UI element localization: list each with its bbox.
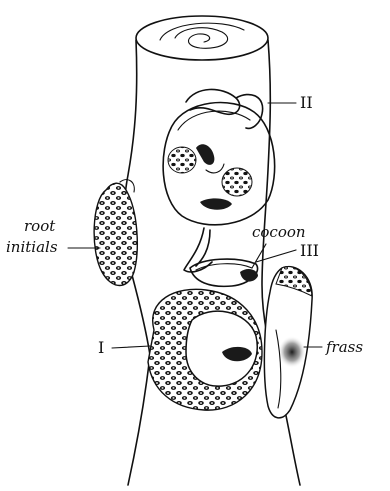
leader-cocoon <box>252 244 266 268</box>
larva <box>196 144 214 165</box>
gall-stage-2 <box>163 89 275 271</box>
growth-rings <box>175 28 228 49</box>
label-root-initials-line2: initials <box>6 238 58 256</box>
chamber-cells <box>222 168 252 196</box>
frass-deposit <box>278 336 306 368</box>
label-stage-3: III <box>300 241 319 260</box>
frass-gall <box>264 266 312 417</box>
gall-stage-1 <box>148 289 262 410</box>
stem-cut-top <box>136 16 268 60</box>
label-stage-2: II <box>300 93 313 112</box>
larva <box>200 198 232 209</box>
label-frass: frass <box>325 338 363 356</box>
root-initials-gall <box>94 180 137 286</box>
label-stage-1: I <box>98 338 104 357</box>
label-root-initials-line1: root <box>24 217 56 235</box>
leader-stage-1 <box>112 346 150 348</box>
chamber-cells <box>168 147 196 173</box>
cocoon-stage-3 <box>190 259 258 286</box>
label-cocoon: cocoon <box>252 223 306 241</box>
